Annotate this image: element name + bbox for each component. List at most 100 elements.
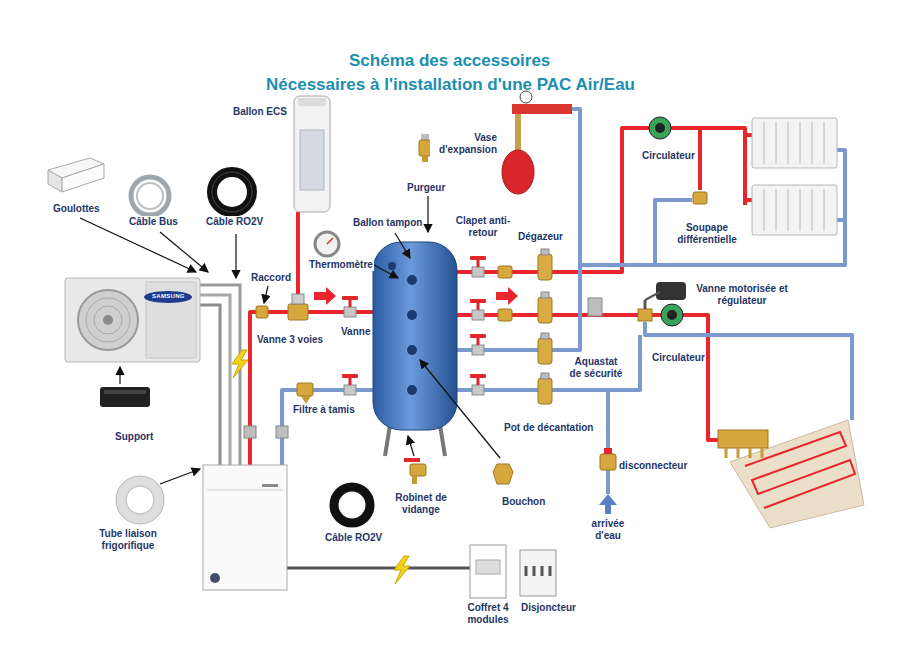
part-label: arrivée d'eau [584, 518, 632, 542]
cold-pipes [606, 390, 610, 494]
indoor-unit [210, 573, 220, 583]
circuit-breaker [520, 550, 556, 596]
buffer-tank [373, 242, 457, 430]
air-vent [422, 156, 428, 162]
buffer-tank [385, 425, 390, 456]
hot-pipes [457, 128, 745, 272]
underfloor-heating [718, 420, 864, 528]
motorised-valve [638, 309, 652, 321]
outdoor-unit [103, 315, 113, 325]
expansion-vessel [512, 104, 572, 114]
cold-pipes [282, 390, 373, 465]
leader-lines [374, 265, 398, 278]
diagram-subtitle: Nécessaires à l'installation d'une PAC A… [266, 74, 635, 95]
dirt-separators [538, 333, 552, 404]
pipe-cables [200, 305, 220, 465]
electrical-box [470, 545, 506, 598]
buffer-tank [407, 310, 417, 320]
check-valves [498, 309, 512, 321]
part-label: Circulateur [641, 150, 696, 162]
radiators [752, 118, 837, 168]
three-way-valve [292, 294, 304, 304]
bypass-valve [693, 192, 707, 204]
circulators [655, 123, 665, 133]
part-label: Purgeur [406, 182, 446, 194]
outdoor-unit [78, 290, 138, 350]
deaerators [538, 249, 552, 323]
indoor-fittings [244, 426, 256, 438]
leader-lines [235, 234, 236, 278]
leader-lines [427, 196, 428, 232]
bus-cable-coil [137, 183, 163, 209]
radiators [752, 185, 837, 235]
motorised-valve [638, 282, 686, 321]
plug [493, 464, 513, 484]
aquastat [588, 298, 602, 316]
buffer-tank [407, 275, 417, 285]
electrical-box [476, 560, 500, 574]
circulators [667, 310, 677, 320]
support [104, 390, 146, 394]
buffer-tank [373, 242, 457, 456]
backflow-preventer [604, 448, 612, 454]
part-label: Clapet anti-retour [450, 215, 516, 239]
part-label: Câble RO2V [205, 216, 264, 228]
part-label: Vanne motorisée et régulateur [695, 283, 789, 307]
three-way-valve [288, 304, 308, 320]
part-label: Thermomètre [308, 259, 374, 271]
valves [470, 374, 486, 395]
motorised-valve [656, 282, 686, 300]
circuit-breaker [520, 550, 556, 596]
buffer-tank [440, 425, 445, 456]
radiators [752, 118, 837, 235]
thermometer [315, 232, 339, 256]
valves [470, 334, 486, 355]
cold-pipes [457, 150, 845, 350]
hot-pipes [745, 133, 752, 137]
valves [342, 374, 358, 395]
radiators [764, 189, 824, 231]
brand-logo: SAMSUNG [151, 293, 186, 300]
part-label: Vanne 3 voies [256, 334, 324, 346]
thermometer [315, 232, 339, 256]
leader-lines [80, 196, 500, 484]
backflow-preventer [600, 448, 616, 470]
refrigerant-tube-coil [126, 486, 154, 514]
indoor-unit [207, 490, 283, 491]
three-way-valve [288, 294, 308, 320]
valves [470, 299, 486, 320]
drain-cock [404, 458, 420, 462]
leader-lines [420, 360, 500, 458]
motorised-valve [644, 300, 647, 309]
outdoor-unit [144, 291, 192, 303]
bypass-valve [693, 192, 707, 204]
part-label: Câble Bus [128, 216, 179, 228]
part-label: Circulateur [651, 352, 706, 364]
leader-lines [160, 469, 200, 484]
expansion-vessel [502, 150, 534, 194]
flow-arrows [314, 287, 336, 305]
power-cable-coil [334, 487, 370, 523]
pipe-cables [287, 567, 470, 570]
indoor-fittings [244, 426, 288, 438]
aquastat [588, 298, 602, 316]
radiators [764, 122, 824, 164]
underfloor-heating [726, 448, 762, 458]
bus-cable-coil [131, 177, 169, 215]
air-vent [421, 134, 429, 140]
dhw-tank [298, 98, 326, 106]
part-label: Tube liaison frigorifique [91, 528, 165, 552]
buffer-tank [407, 385, 417, 395]
indoor-fittings [276, 426, 288, 438]
electrical-box [470, 545, 506, 598]
hot-pipes [298, 310, 373, 314]
check-valves [498, 266, 512, 278]
dirt-separators [538, 373, 552, 404]
trunking [48, 170, 62, 192]
dhw-tank [300, 130, 324, 190]
deaerators [538, 292, 552, 323]
lightning [394, 556, 410, 584]
flow-arrows [496, 287, 518, 305]
